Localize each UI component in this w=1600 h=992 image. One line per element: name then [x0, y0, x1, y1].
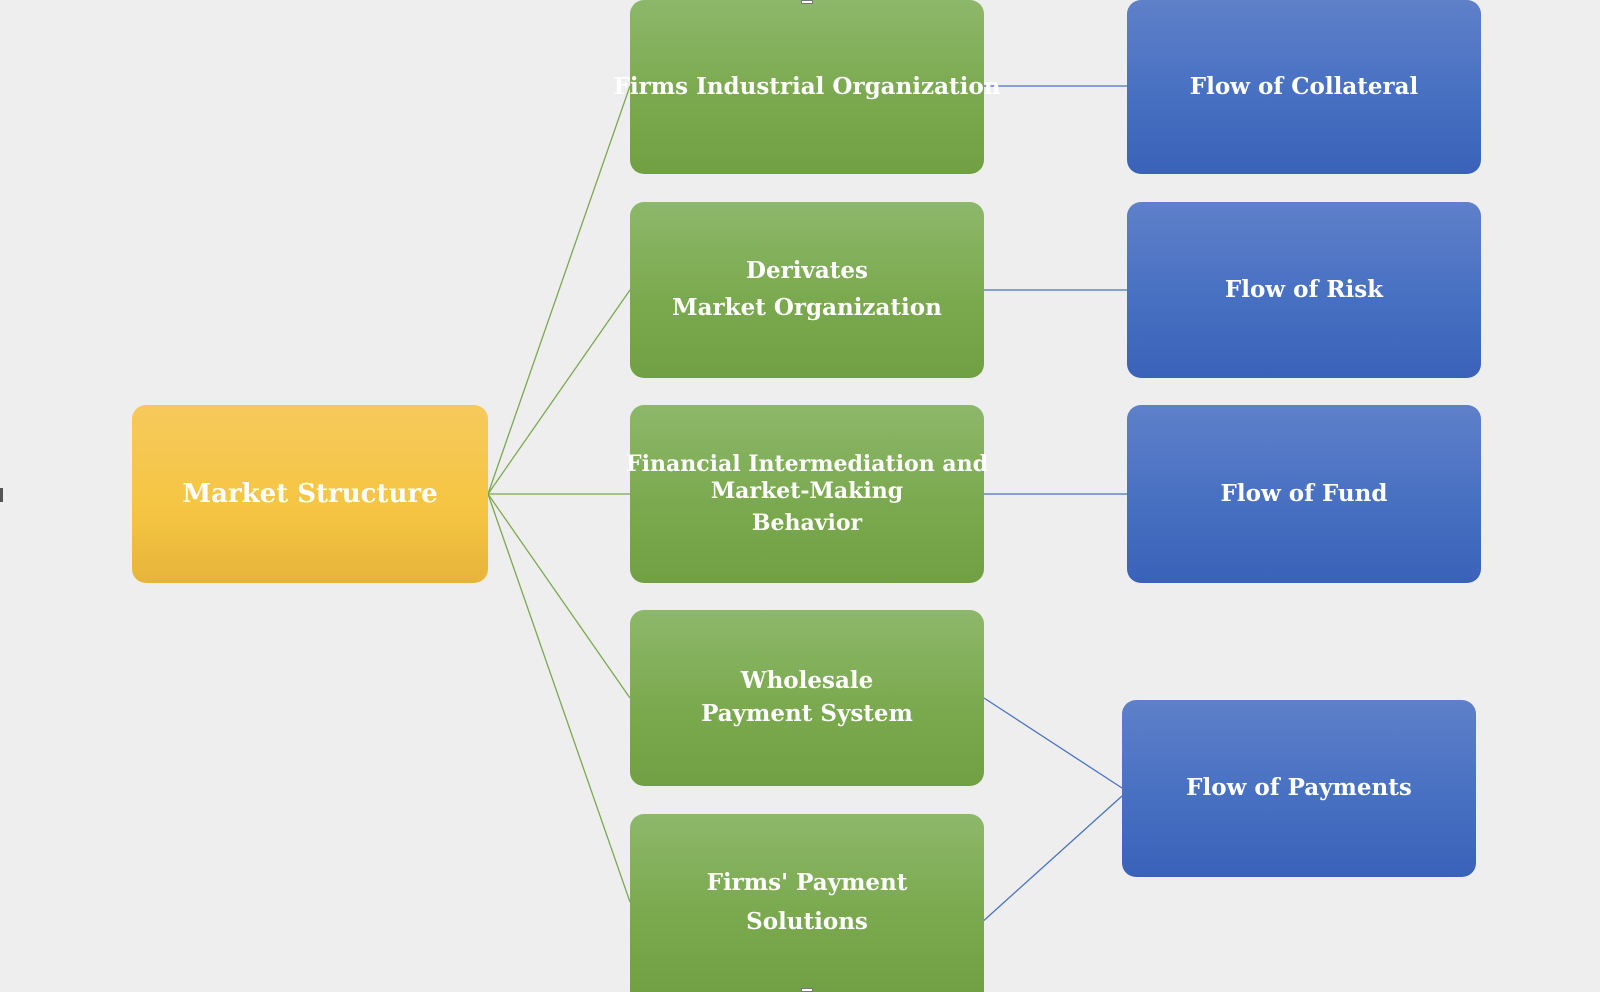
node-label-line: Firms Industrial Organization	[613, 72, 1001, 100]
node-label-line: Solutions	[746, 908, 868, 935]
flow-label: Flow of Collateral	[1189, 72, 1419, 100]
connector-wholesale-to-payments	[983, 697, 1123, 789]
flow-of-risk-node[interactable]: Flow of Risk	[1127, 202, 1481, 378]
flow-of-collateral-node[interactable]: Flow of Collateral	[1127, 0, 1481, 174]
node-label-line: Market Organization	[672, 294, 942, 321]
connector-root-to-firms-industrial	[487, 85, 631, 495]
resize-handle-left[interactable]	[0, 488, 3, 502]
derivates-market-organization-node[interactable]: Derivates Market Organization	[630, 202, 984, 378]
flow-label: Flow of Fund	[1220, 479, 1388, 507]
wholesale-payment-system-node[interactable]: Wholesale Payment System	[630, 610, 984, 786]
node-label-line: Firms' Payment	[706, 869, 908, 897]
flow-of-payments-node[interactable]: Flow of Payments	[1122, 700, 1476, 877]
resize-handle-top[interactable]	[801, 0, 813, 4]
node-label-line: Derivates	[746, 257, 868, 285]
connector-root-to-firms-payment	[487, 493, 631, 903]
node-label-line: Wholesale	[740, 667, 874, 695]
market-structure-label: Market Structure	[182, 478, 438, 509]
node-label-line: Financial Intermediation and	[625, 451, 989, 478]
firms-payment-solutions-node[interactable]: Firms' Payment Solutions	[630, 814, 984, 992]
firms-industrial-organization-node[interactable]: Firms Industrial Organization	[614, 0, 1000, 174]
flow-of-fund-node[interactable]: Flow of Fund	[1127, 405, 1481, 583]
financial-intermediation-node[interactable]: Financial Intermediation and Market-Maki…	[626, 405, 988, 583]
market-structure-node[interactable]: Market Structure	[132, 405, 488, 583]
connector-root-to-derivates	[487, 289, 631, 495]
node-label-line: Payment System	[701, 700, 913, 727]
connector-firms-payment-to-payments	[979, 795, 1123, 925]
resize-handle-bottom[interactable]	[801, 988, 813, 992]
flow-label: Flow of Payments	[1186, 774, 1412, 802]
flow-label: Flow of Risk	[1224, 275, 1384, 303]
node-label-line: Market-Making	[710, 477, 904, 504]
connector-root-to-wholesale	[487, 493, 631, 699]
node-label-line: Behavior	[751, 510, 863, 537]
